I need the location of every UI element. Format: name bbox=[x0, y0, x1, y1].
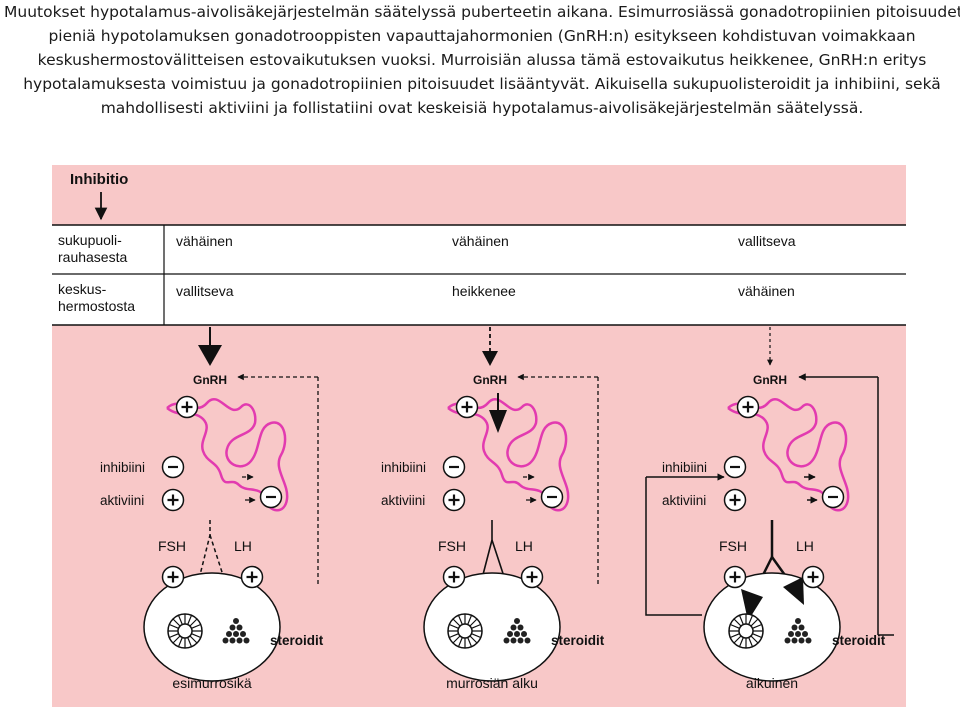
fsh-plus-icon bbox=[723, 565, 747, 589]
stage-label: esimurrosikä bbox=[172, 675, 252, 691]
stage-prepubertal: GnRH inhibiini aktiviini FSH LH steroidi… bbox=[100, 327, 324, 691]
col3-gonad-value: vallitseva bbox=[738, 233, 796, 249]
caption-line-5: mahdollisesti aktiviini ja follistatiini… bbox=[100, 99, 864, 117]
gnrh-plus-icon bbox=[175, 395, 199, 419]
gonad bbox=[703, 572, 841, 682]
gnrh-plus-icon bbox=[455, 395, 479, 419]
gnrh-label: GnRH bbox=[753, 373, 787, 387]
fsh-plus-icon bbox=[161, 565, 185, 589]
steroid-minus-icon bbox=[540, 485, 564, 509]
inhibin-minus-icon bbox=[161, 455, 185, 479]
col2-cns-value: heikkenee bbox=[452, 283, 516, 299]
gonad bbox=[423, 572, 561, 682]
diagram-svg: Inhibitio sukupuoli- rauhasesta keskus- … bbox=[52, 171, 906, 691]
fsh-plus-icon bbox=[442, 565, 466, 589]
inhibin-label: inhibiini bbox=[662, 460, 707, 475]
lh-plus-icon bbox=[240, 565, 264, 589]
activin-plus-icon bbox=[442, 488, 466, 512]
inhibin-label: inhibiini bbox=[100, 460, 145, 475]
col3-cns-value: vähäinen bbox=[738, 283, 795, 299]
gonad-row-label-2: rauhasesta bbox=[58, 249, 127, 265]
caption-line-4: hypotalamuksesta voimistuu ja gonadotrop… bbox=[23, 75, 941, 93]
activin-plus-icon bbox=[161, 488, 185, 512]
figure-caption: Muutokset hypotalamus-aivolisäkejärjeste… bbox=[4, 0, 960, 120]
follicle-icon bbox=[167, 613, 203, 649]
caption-line-3: keskushermostovälitteisen estovaikutukse… bbox=[37, 51, 927, 69]
col1-gonad-value: vähäinen bbox=[176, 233, 233, 249]
gnrh-label: GnRH bbox=[473, 373, 507, 387]
activin-label: aktiviini bbox=[662, 493, 706, 508]
lh-label: LH bbox=[234, 538, 252, 554]
gnrh-label: GnRH bbox=[193, 373, 227, 387]
gonad-row-label-1: sukupuoli- bbox=[58, 232, 122, 248]
gonad bbox=[143, 572, 281, 682]
activin-label: aktiviini bbox=[100, 493, 144, 508]
steroids-label: steroidit bbox=[270, 633, 324, 648]
stage-label: murrosiän alku bbox=[446, 675, 538, 691]
cns-row-label-1: keskus- bbox=[58, 281, 107, 297]
steroid-minus-icon bbox=[821, 485, 845, 509]
col2-gonad-value: vähäinen bbox=[452, 233, 509, 249]
activin-label: aktiviini bbox=[381, 493, 425, 508]
gnrh-release-arrow bbox=[489, 410, 507, 433]
lh-plus-icon bbox=[520, 565, 544, 589]
lh-label: LH bbox=[796, 538, 814, 554]
caption-line-1: Muutokset hypotalamus-aivolisäkejärjeste… bbox=[4, 3, 960, 21]
stage-early-puberty: GnRH inhibiini aktiviini FSH LH steroidi… bbox=[381, 327, 605, 691]
fsh-label: FSH bbox=[719, 538, 747, 554]
inhibin-minus-icon bbox=[442, 455, 466, 479]
caption-line-2: pieniä hypotolamuksen gonadotrooppisten … bbox=[48, 27, 916, 45]
inhibition-title: Inhibitio bbox=[70, 171, 128, 188]
stage-adult: GnRH inhibiini aktiviini FSH LH steroidi… bbox=[645, 327, 894, 691]
lh-plus-icon bbox=[801, 565, 825, 589]
inhibition-table: sukupuoli- rauhasesta keskus- hermostost… bbox=[52, 224, 906, 326]
steroid-minus-icon bbox=[259, 485, 283, 509]
cns-row-label-2: hermostosta bbox=[58, 298, 135, 314]
cns-inhibition-arrow-weak bbox=[482, 351, 498, 366]
fsh-label: FSH bbox=[158, 538, 186, 554]
follicle-icon bbox=[447, 613, 483, 649]
inhibin-label: inhibiini bbox=[381, 460, 426, 475]
inhibin-minus-icon bbox=[723, 455, 747, 479]
stage-label: aikuinen bbox=[746, 675, 798, 691]
follicle-icon bbox=[728, 613, 764, 649]
steroids-label: steroidit bbox=[551, 633, 605, 648]
fsh-label: FSH bbox=[438, 538, 466, 554]
cns-inhibition-arrow-strong bbox=[198, 345, 222, 366]
gnrh-plus-icon bbox=[736, 395, 760, 419]
activin-plus-icon bbox=[723, 488, 747, 512]
col1-cns-value: vallitseva bbox=[176, 283, 234, 299]
lh-label: LH bbox=[515, 538, 533, 554]
table-background bbox=[52, 225, 906, 325]
puberty-regulation-diagram: Inhibitio sukupuoli- rauhasesta keskus- … bbox=[52, 165, 906, 707]
steroids-label: steroidit bbox=[832, 633, 886, 648]
